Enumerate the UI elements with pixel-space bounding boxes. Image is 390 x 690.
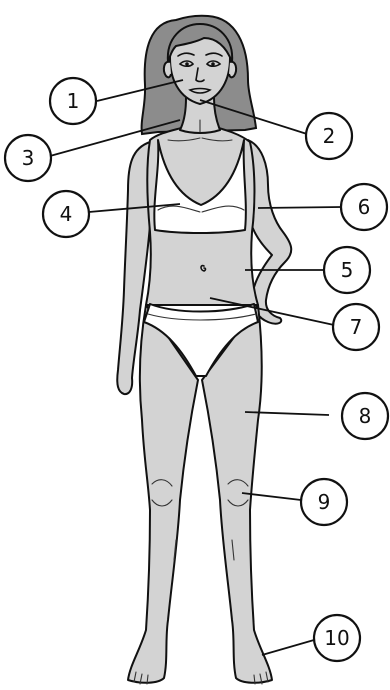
callout-4: 4 xyxy=(43,191,89,237)
callout-label-6: 6 xyxy=(358,195,371,219)
callout-label-3: 3 xyxy=(22,146,35,170)
callout-label-5: 5 xyxy=(341,258,354,282)
callout-label-10: 10 xyxy=(324,626,349,650)
callout-10: 10 xyxy=(314,615,360,661)
female-figure-illustration xyxy=(117,16,291,684)
callout-label-8: 8 xyxy=(359,404,372,428)
callout-label-7: 7 xyxy=(350,315,363,339)
callout-label-2: 2 xyxy=(323,124,336,148)
callout-label-4: 4 xyxy=(60,202,73,226)
callout-3: 3 xyxy=(5,135,51,181)
callout-2: 2 xyxy=(306,113,352,159)
callout-8: 8 xyxy=(342,393,388,439)
callout-7: 7 xyxy=(333,304,379,350)
callout-6: 6 xyxy=(341,184,387,230)
callout-1: 1 xyxy=(50,78,96,124)
callout-label-1: 1 xyxy=(67,89,80,113)
leader-10 xyxy=(262,640,314,655)
leader-6 xyxy=(258,207,342,208)
callout-9: 9 xyxy=(301,479,347,525)
callout-label-9: 9 xyxy=(318,490,331,514)
callout-5: 5 xyxy=(324,247,370,293)
